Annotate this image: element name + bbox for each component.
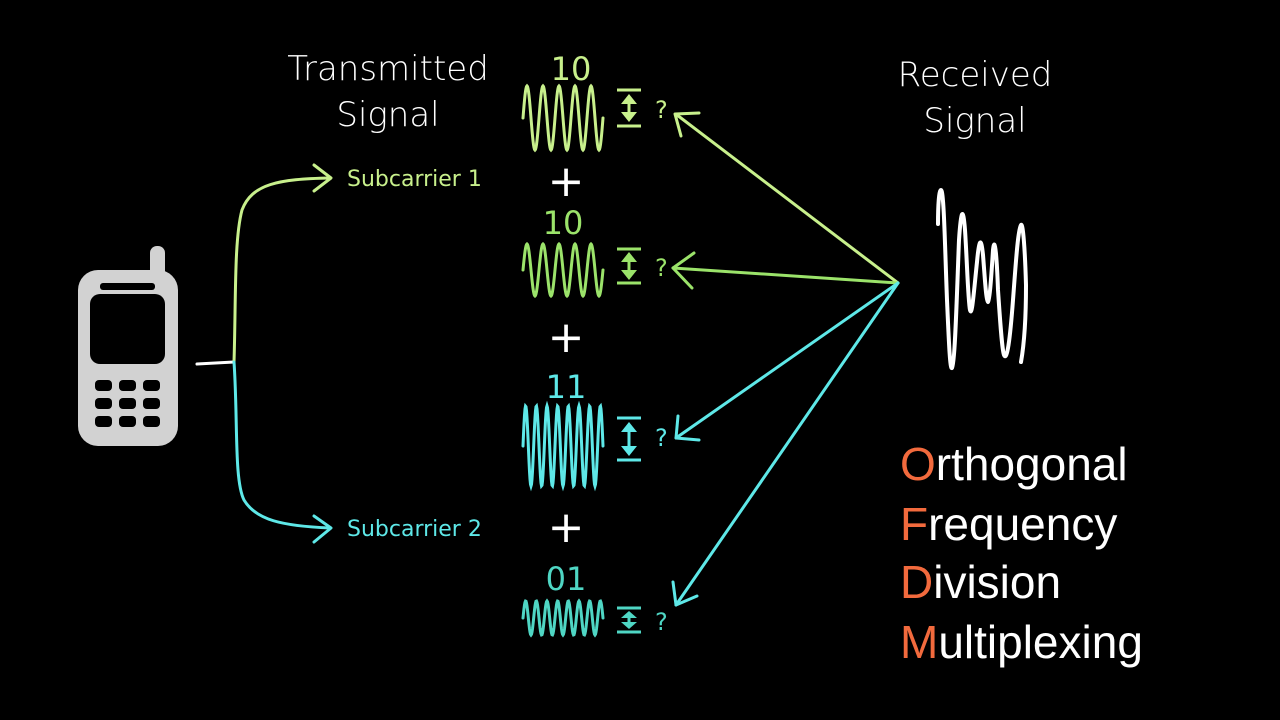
subcarrier-1-label: Subcarrier 1 bbox=[347, 167, 482, 192]
arrow-to-waveform-1 bbox=[675, 113, 900, 285]
plus-sign-3: + bbox=[548, 502, 585, 553]
arrowhead-subcarrier-2 bbox=[312, 514, 333, 544]
phone-output-line bbox=[195, 360, 236, 366]
received-signal-waveform bbox=[936, 188, 1028, 371]
acronym-frequency: Frequency bbox=[900, 498, 1117, 550]
bits-label-4: 01 bbox=[546, 560, 587, 598]
acronym-orthogonal: Orthogonal bbox=[900, 438, 1128, 490]
received-signal-heading-line2: Signal bbox=[923, 101, 1026, 141]
plus-sign-2: + bbox=[548, 312, 585, 363]
cell-phone-icon bbox=[78, 246, 178, 446]
waveform-subcarrier-1-symbol-2 bbox=[521, 241, 605, 299]
acronym-rest-f: requency bbox=[928, 498, 1117, 550]
bits-label-1: 10 bbox=[551, 50, 592, 88]
arrowhead-waveform-4 bbox=[671, 580, 699, 607]
transmitted-signal-heading-line2: Signal bbox=[336, 95, 439, 135]
bits-label-3: 11 bbox=[546, 368, 587, 406]
arrowhead-waveform-3 bbox=[674, 414, 701, 442]
arrowhead-waveform-2 bbox=[671, 251, 696, 290]
bits-label-2: 10 bbox=[543, 204, 584, 242]
waveform-subcarrier-1-symbol-1 bbox=[521, 83, 605, 153]
amplitude-marker-1 bbox=[617, 88, 641, 128]
arrow-to-waveform-2 bbox=[671, 266, 900, 285]
acronym-letter-f: F bbox=[900, 498, 928, 550]
transmitted-signal-heading-line1: Transmitted bbox=[287, 49, 489, 89]
branch-subcarrier-2 bbox=[232, 360, 332, 530]
acronym-letter-d: D bbox=[900, 556, 933, 608]
branch-subcarrier-1 bbox=[232, 176, 332, 364]
amplitude-marker-2 bbox=[617, 247, 641, 285]
waveform-subcarrier-2-symbol-1 bbox=[521, 400, 605, 492]
arrowhead-subcarrier-1 bbox=[312, 163, 333, 193]
acronym-rest-o: rthogonal bbox=[936, 438, 1128, 490]
waveform-subcarrier-2-symbol-2 bbox=[521, 598, 605, 638]
acronym-letter-m: M bbox=[900, 616, 938, 668]
acronym-multiplexing: Multiplexing bbox=[900, 616, 1143, 668]
question-mark-3: ? bbox=[655, 424, 668, 452]
plus-sign-1: + bbox=[548, 156, 585, 207]
acronym-division: Division bbox=[900, 556, 1061, 608]
question-mark-2: ? bbox=[655, 254, 668, 282]
acronym-rest-d: ivision bbox=[933, 556, 1061, 608]
arrowhead-waveform-1 bbox=[673, 111, 701, 138]
arrow-to-waveform-4 bbox=[674, 281, 900, 607]
acronym-letter-o: O bbox=[900, 438, 936, 490]
amplitude-marker-4 bbox=[617, 606, 641, 634]
acronym-rest-m: ultiplexing bbox=[938, 616, 1143, 668]
received-signal-heading-line1: Received bbox=[898, 55, 1053, 95]
subcarrier-2-label: Subcarrier 2 bbox=[347, 517, 482, 542]
amplitude-marker-3 bbox=[617, 416, 641, 462]
ofdm-acronym: Orthogonal Frequency Division Multiplexi… bbox=[900, 438, 1143, 668]
question-mark-1: ? bbox=[655, 96, 668, 124]
question-mark-4: ? bbox=[655, 608, 668, 636]
arrow-to-waveform-3 bbox=[674, 281, 900, 440]
